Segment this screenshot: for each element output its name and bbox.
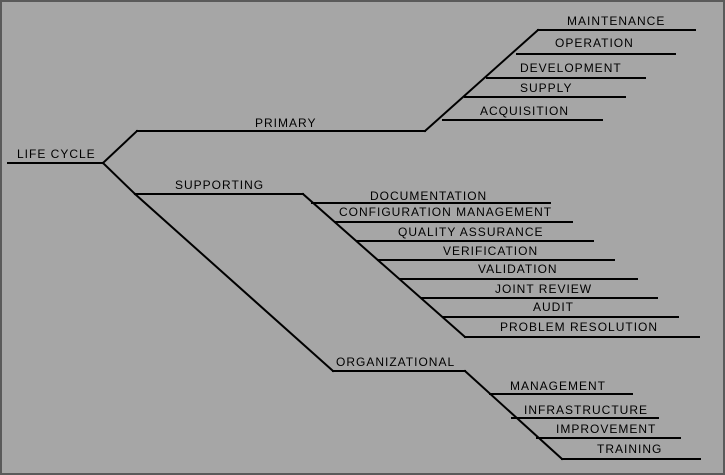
supporting-item-problem-resolution: PROBLEM RESOLUTION xyxy=(500,320,658,334)
root-to-primary-link xyxy=(101,129,139,165)
supporting-items: DOCUMENTATION CONFIGURATION MANAGEMENT Q… xyxy=(311,189,700,338)
primary-branch-label: PRIMARY xyxy=(255,116,316,130)
supporting-item-quality-assurance: QUALITY ASSURANCE xyxy=(398,225,543,239)
primary-item-maintenance: MAINTENANCE xyxy=(567,14,665,28)
primary-items: MAINTENANCE OPERATION DEVELOPMENT SUPPLY… xyxy=(442,14,696,121)
organizational-item-improvement: IMPROVEMENT xyxy=(556,422,656,436)
organizational-spine xyxy=(463,369,564,461)
primary-item-operation: OPERATION xyxy=(555,36,634,50)
root-to-supporting-link xyxy=(101,161,137,196)
primary-item-development: DEVELOPMENT xyxy=(520,61,622,75)
primary-item-supply: SUPPLY xyxy=(520,81,572,95)
supporting-item-documentation: DOCUMENTATION xyxy=(370,189,487,203)
supporting-item-audit: AUDIT xyxy=(533,300,574,314)
supporting-item-configuration-management: CONFIGURATION MANAGEMENT xyxy=(339,205,552,219)
supporting-branch-label: SUPPORTING xyxy=(175,178,264,192)
organizational-item-training: TRAINING xyxy=(597,442,662,456)
primary-spine xyxy=(423,28,540,133)
root-label: LIFE CYCLE xyxy=(17,147,96,161)
primary-item-acquisition: ACQUISITION xyxy=(480,104,569,118)
organizational-items: MANAGEMENT INFRASTRUCTURE IMPROVEMENT TR… xyxy=(489,379,701,460)
organizational-item-management: MANAGEMENT xyxy=(510,379,606,393)
supporting-item-joint-review: JOINT REVIEW xyxy=(495,282,592,296)
supporting-item-validation: VALIDATION xyxy=(478,262,558,276)
supporting-spine xyxy=(301,192,467,339)
organizational-branch-label: ORGANIZATIONAL xyxy=(336,355,455,369)
organizational-item-infrastructure: INFRASTRUCTURE xyxy=(524,403,648,417)
supporting-item-verification: VERIFICATION xyxy=(443,244,538,258)
supporting-to-organizational-link xyxy=(133,192,335,373)
